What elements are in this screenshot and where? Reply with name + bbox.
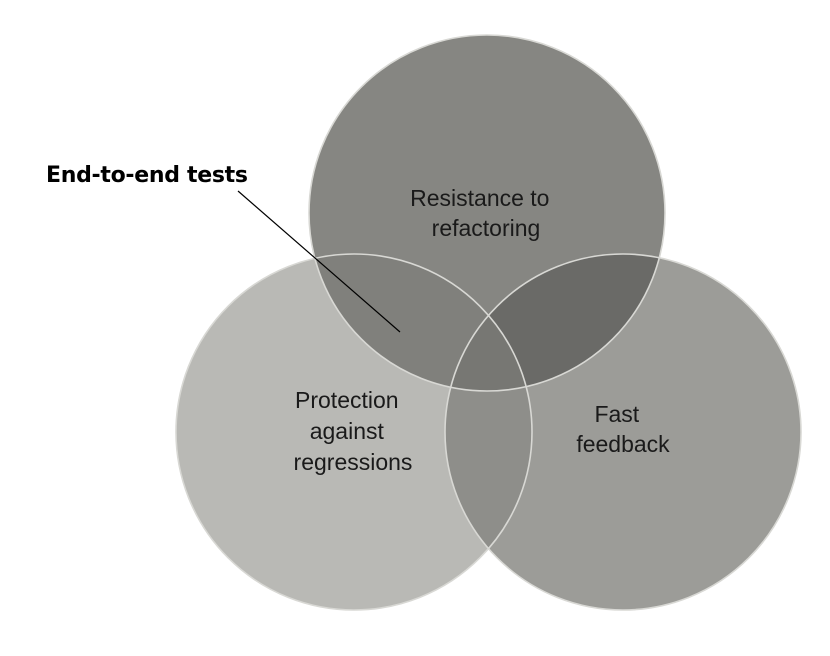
resistance-label: Resistance to refactoring [410,185,556,241]
feedback-label: Fast feedback [576,401,670,457]
callout-pointer-line [237,190,401,333]
protection-label: Protection against regressions [294,387,413,475]
callout-label: End-to-end tests [46,163,248,188]
overlap-resistance-protection [309,254,532,391]
circle-outlines [175,34,802,611]
overlap-resistance-feedback [445,254,665,391]
